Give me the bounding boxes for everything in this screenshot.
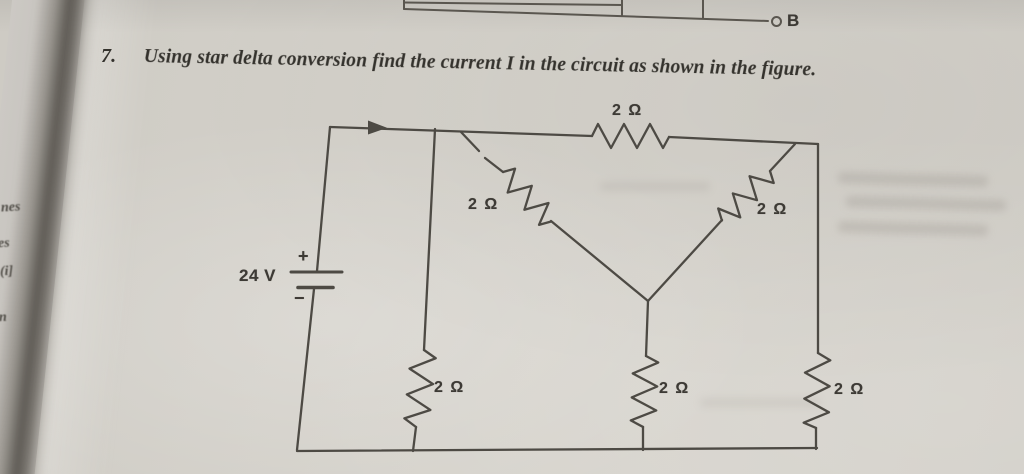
right-diagonal-tail: [646, 218, 724, 303]
left-branch-tail: [411, 425, 418, 453]
resistor-right-diagonal-zigzag: [717, 169, 775, 222]
right-diagonal-wire: [768, 142, 797, 173]
resistor-left-diagonal-zigzag: [501, 167, 553, 226]
left-diagonal-wire-b: [483, 156, 505, 174]
terminal-b-node: [771, 16, 782, 27]
terminal-b-label: B: [787, 11, 800, 30]
bottom-wire: [295, 446, 819, 453]
question-number: 7.: [101, 45, 117, 67]
resistor-right-diagonal-label: 2 Ω: [757, 201, 788, 218]
resistor-bottom-mid-zigzag: [629, 354, 660, 429]
current-arrow: [368, 120, 387, 135]
battery-plus-sign: +: [298, 246, 309, 266]
left-diagonal-wire-a: [459, 130, 481, 153]
battery-bottom-wire: [295, 287, 316, 452]
main-circuit: [289, 120, 832, 453]
resistor-top-zigzag: [590, 122, 671, 150]
resistor-bottom-left-label: 2 Ω: [434, 379, 465, 396]
battery-top-wire: [315, 125, 332, 273]
resistor-bottom-mid-label: 2 Ω: [659, 380, 690, 397]
remnant-bottom-wire: [403, 8, 769, 22]
center-branch-wire: [644, 299, 650, 358]
voltage-source-label: 24 V: [239, 266, 276, 285]
resistor-bottom-right-label: 2 Ω: [834, 381, 865, 398]
remnant-top-wire: [403, 1, 623, 6]
resistor-bottom-right-zigzag: [802, 351, 832, 430]
bleedthrough-ghost: [600, 182, 710, 191]
left-branch-wire: [422, 127, 437, 352]
bleedthrough-ghost: [700, 398, 820, 407]
top-wire-right: [667, 135, 820, 146]
resistor-top-label: 2 Ω: [612, 102, 643, 119]
resistor-left-diagonal-label: 2 Ω: [468, 196, 499, 213]
left-diagonal-tail: [549, 219, 650, 303]
resistor-bottom-left-zigzag: [403, 348, 437, 429]
battery-minus-sign: −: [294, 288, 305, 308]
previous-figure-remnant: [403, 0, 782, 27]
